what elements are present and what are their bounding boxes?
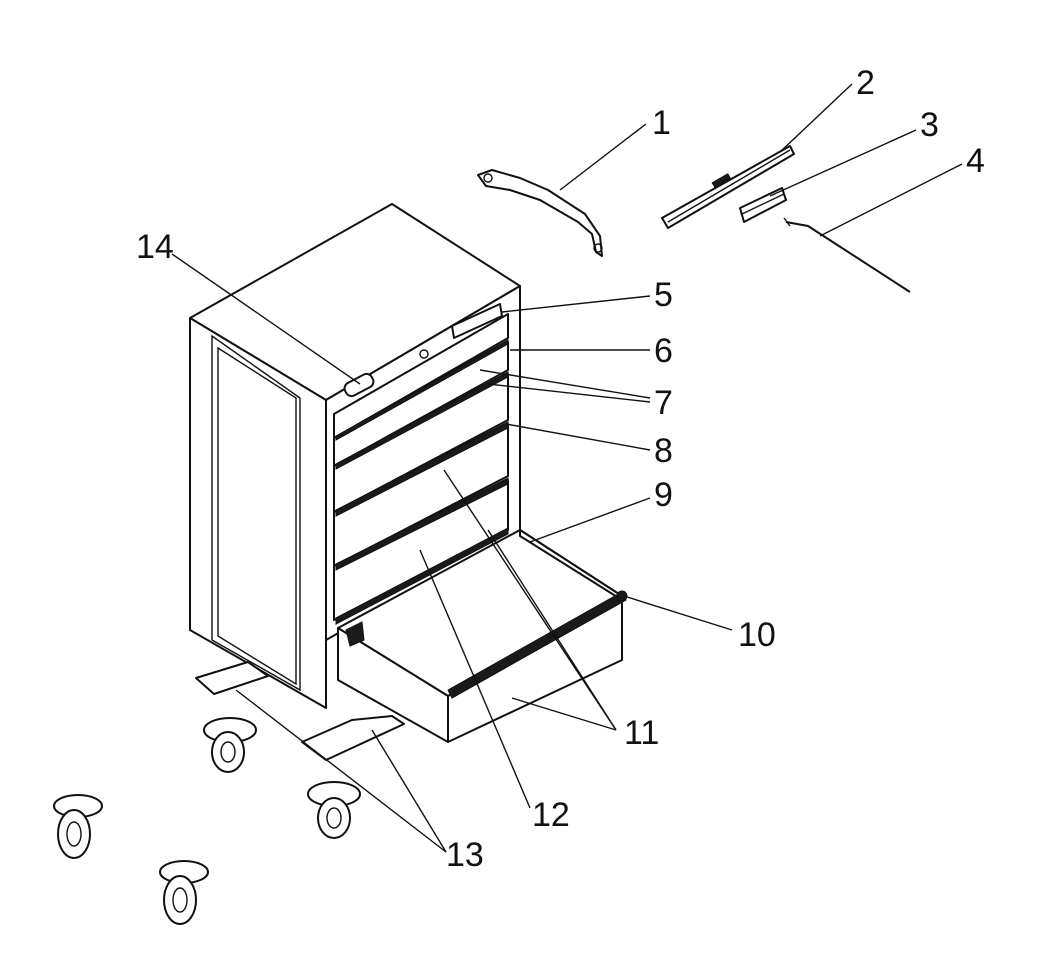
caster-wheels — [53, 717, 361, 925]
callout-labels: 1 2 3 4 5 6 7 8 9 10 11 12 13 14 — [136, 64, 985, 874]
callout-14: 14 — [136, 228, 174, 266]
caster-wheel-1 — [203, 717, 257, 773]
part-3-slide-bracket — [739, 187, 787, 223]
callout-7: 7 — [654, 384, 673, 422]
open-drawer — [337, 529, 628, 743]
part-1-bracket — [477, 169, 603, 257]
callout-12: 12 — [532, 796, 570, 834]
callout-6: 6 — [654, 332, 673, 370]
callout-13: 13 — [446, 836, 484, 874]
callout-1: 1 — [652, 104, 671, 142]
caster-wheel-2 — [307, 781, 361, 839]
caster-wheel-4 — [159, 860, 209, 925]
callout-2: 2 — [856, 64, 875, 102]
callout-11: 11 — [624, 714, 659, 752]
part-2-drawer-slide — [661, 145, 795, 229]
callout-9: 9 — [654, 476, 673, 514]
leader-lines — [171, 83, 963, 853]
callout-8: 8 — [654, 432, 673, 470]
callout-3: 3 — [920, 106, 939, 144]
cabinet-body — [189, 203, 521, 709]
callout-4: 4 — [966, 142, 985, 180]
callout-10: 10 — [738, 616, 776, 654]
caster-wheel-3 — [53, 794, 103, 859]
callout-5: 5 — [654, 276, 673, 314]
part-4-lock-rod — [783, 217, 911, 293]
